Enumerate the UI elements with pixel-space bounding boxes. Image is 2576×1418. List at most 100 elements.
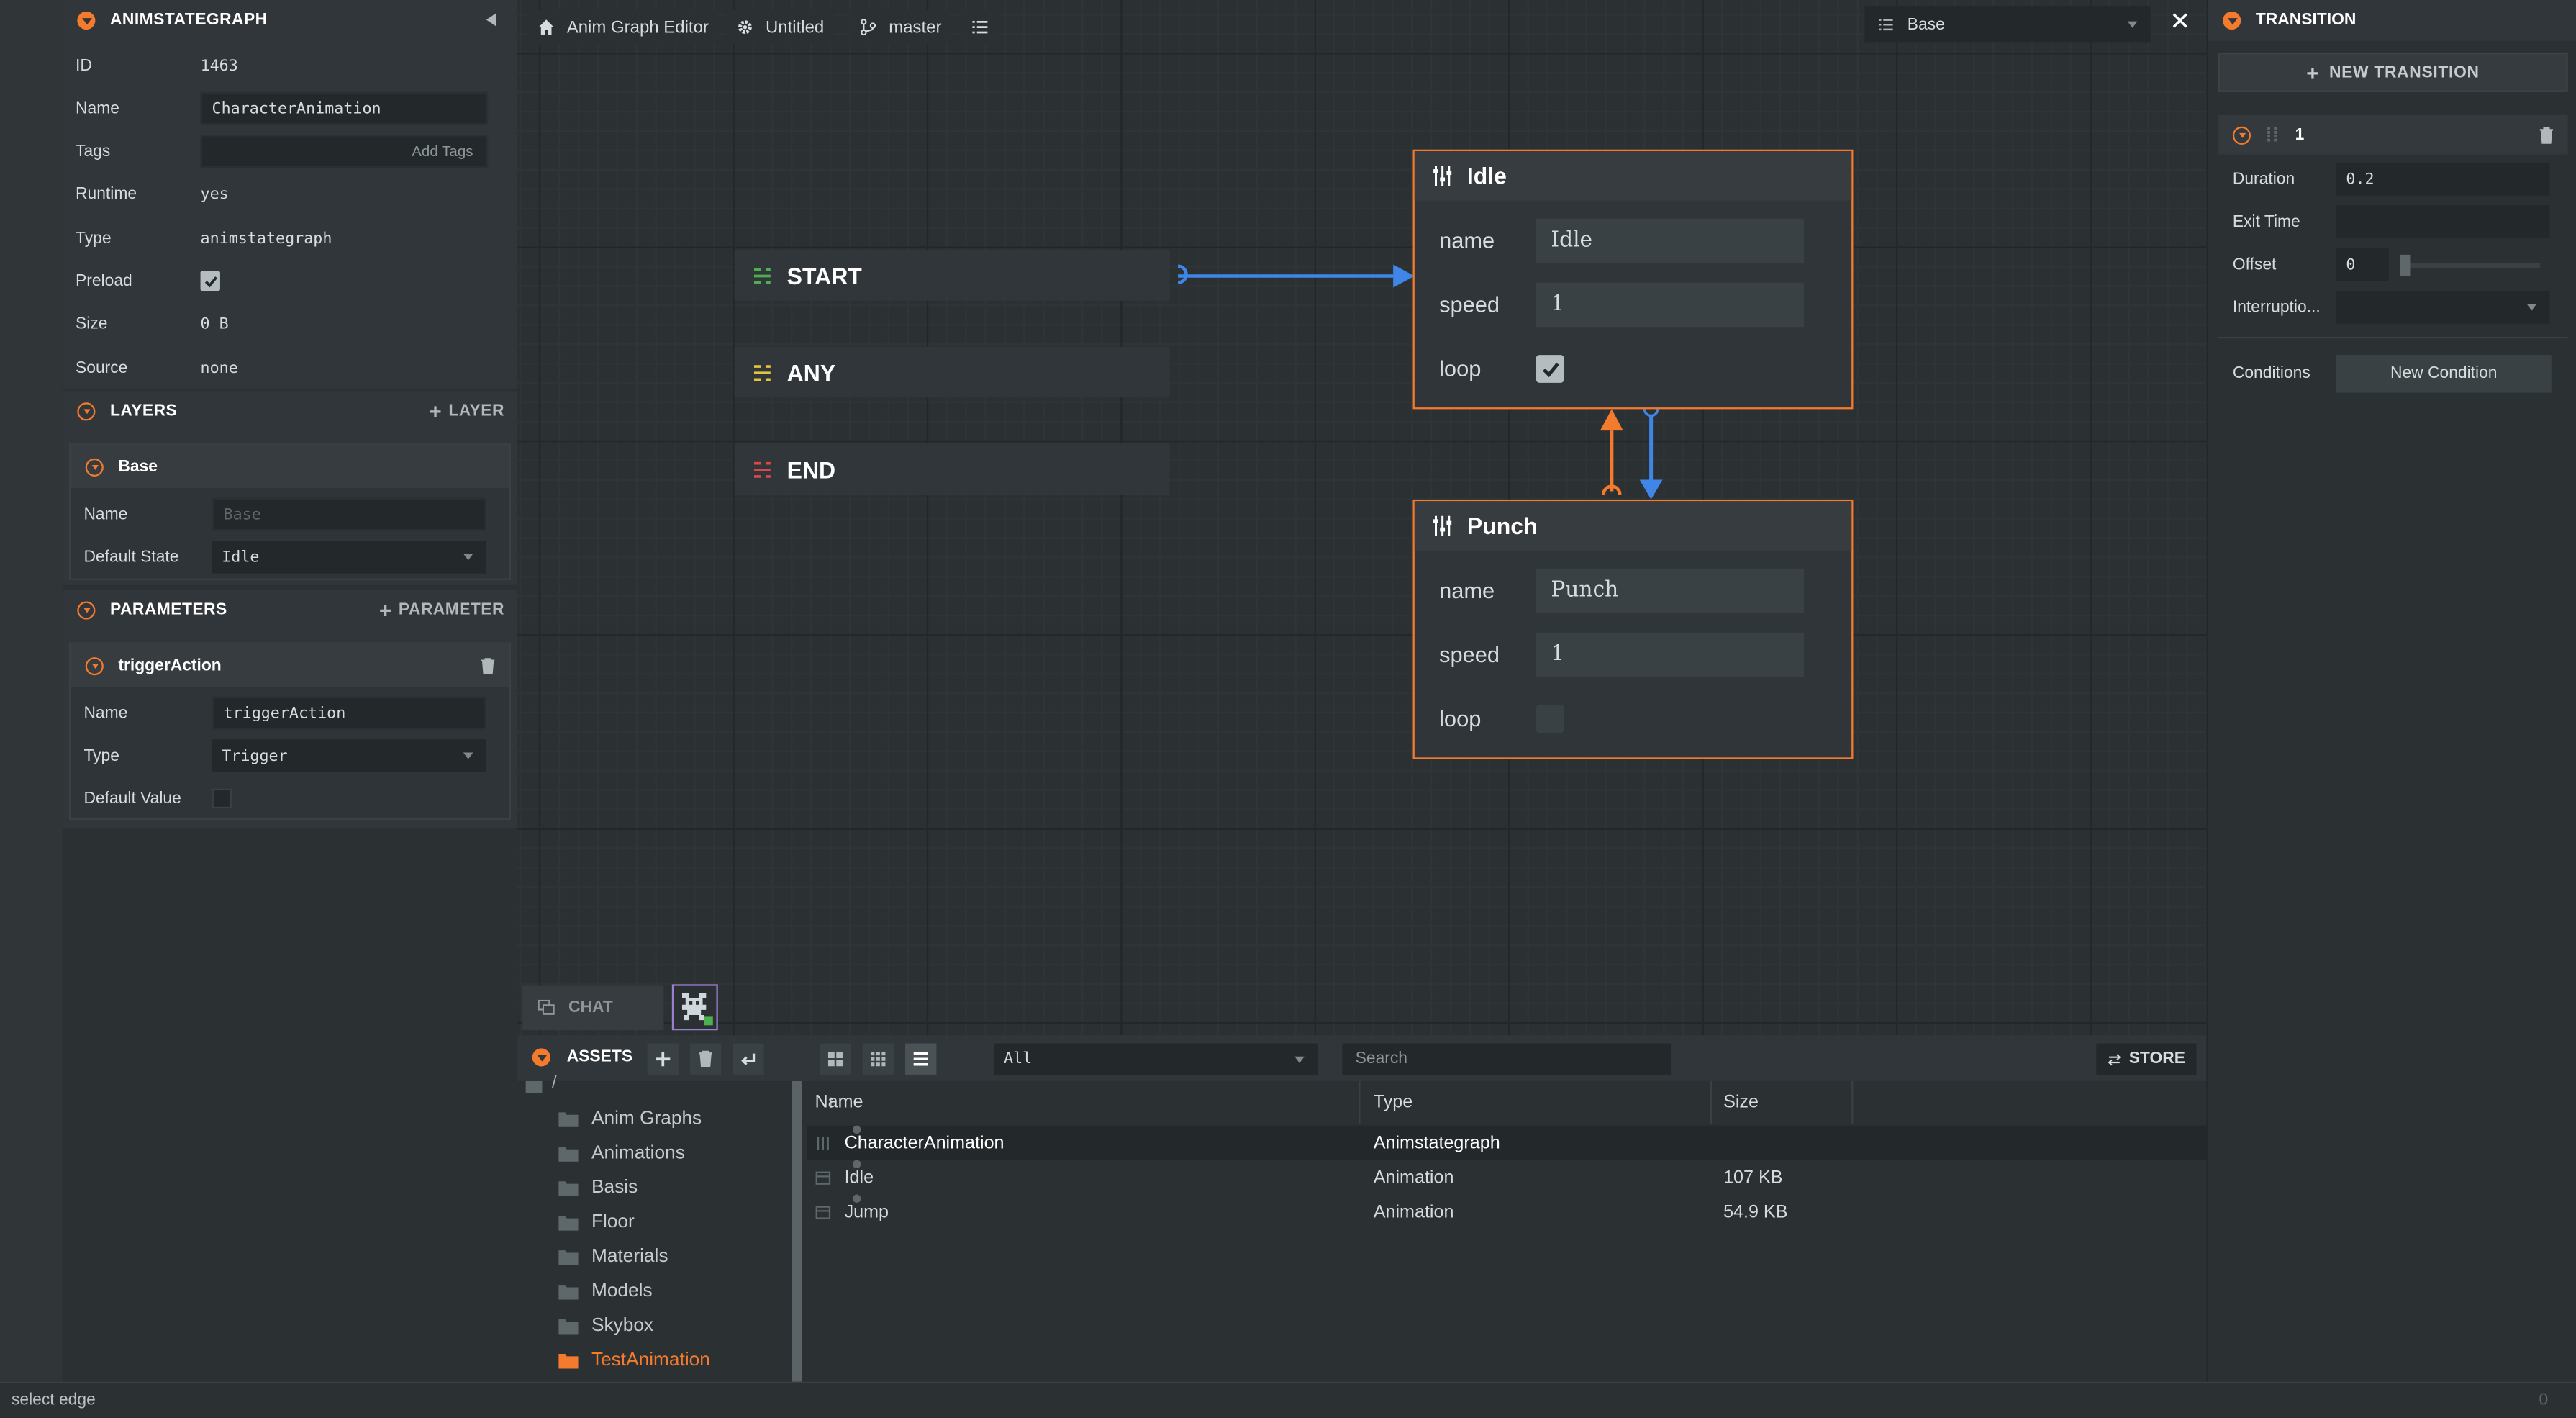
- state-node-idle[interactable]: Idle name Idle speed 1 loop: [1412, 149, 1854, 410]
- loop-checkbox[interactable]: [1536, 705, 1564, 733]
- field-preload: Preload: [63, 260, 220, 302]
- field-id-label: ID: [76, 56, 92, 75]
- delete-asset-button[interactable]: [689, 1043, 722, 1075]
- state-name-input[interactable]: Punch: [1536, 568, 1804, 613]
- duration-input[interactable]: 0.2: [2336, 162, 2550, 196]
- offset-slider-track[interactable]: [2402, 263, 2540, 268]
- add-asset-button[interactable]: [647, 1043, 679, 1075]
- robot-avatar-icon[interactable]: [671, 984, 718, 1031]
- layers-header[interactable]: LAYERS +LAYER: [62, 391, 518, 433]
- tags-input[interactable]: Add Tags: [200, 135, 489, 168]
- collapse-icon[interactable]: [77, 601, 96, 620]
- close-icon[interactable]: ✕: [2169, 8, 2191, 37]
- chat-tab[interactable]: CHAT: [522, 985, 664, 1031]
- name-input[interactable]: CharacterAnimation: [200, 91, 489, 125]
- offset-slider-handle[interactable]: [2400, 254, 2411, 276]
- trash-icon[interactable]: [2539, 127, 2555, 145]
- divider: [1359, 1081, 1361, 1124]
- layer-name-input[interactable]: Base: [212, 497, 486, 531]
- project-settings-button[interactable]: Untitled: [726, 9, 834, 45]
- assets-title: ASSETS: [566, 1048, 633, 1067]
- end-node[interactable]: END: [734, 443, 1170, 495]
- grid-small-view-button[interactable]: [862, 1043, 894, 1075]
- start-node[interactable]: START: [734, 249, 1170, 301]
- state-speed-input[interactable]: 1: [1536, 632, 1804, 677]
- branch-button[interactable]: master: [849, 9, 952, 45]
- tree-scrollbar[interactable]: [792, 1081, 802, 1382]
- editor-home-button[interactable]: Anim Graph Editor: [527, 9, 719, 45]
- collapse-icon[interactable]: [85, 656, 104, 675]
- param-name-input[interactable]: triggerAction: [212, 696, 486, 730]
- conditions-row: Conditions New Condition: [2208, 351, 2576, 396]
- folder-item[interactable]: Basis: [558, 1172, 638, 1205]
- folder-item[interactable]: Materials: [558, 1240, 668, 1273]
- default-value-checkbox[interactable]: [212, 788, 232, 809]
- state-name-label: name: [1439, 228, 1495, 253]
- collapse-icon[interactable]: [532, 1048, 550, 1067]
- add-layer-button[interactable]: +LAYER: [429, 399, 504, 424]
- new-transition-button[interactable]: + NEW TRANSITION: [2218, 53, 2568, 92]
- store-icon: [2108, 1053, 2121, 1065]
- asset-search-input[interactable]: Search: [1342, 1043, 1672, 1075]
- drag-handle-icon[interactable]: ⁞⁞: [2265, 123, 2279, 147]
- collapse-icon[interactable]: [77, 402, 96, 421]
- transition-item[interactable]: ⁞⁞ 1: [2218, 114, 2568, 155]
- layer-select[interactable]: Base: [1864, 6, 2151, 43]
- animation-icon: [815, 1170, 831, 1184]
- plus-icon: +: [429, 399, 443, 424]
- param-default-label: Default Value: [83, 789, 181, 808]
- loop-checkbox[interactable]: [1536, 355, 1564, 383]
- collapse-left-icon[interactable]: [486, 13, 496, 27]
- state-name-input[interactable]: Idle: [1536, 218, 1804, 263]
- collapse-icon[interactable]: [85, 457, 104, 476]
- folder-item[interactable]: Anim Graphs: [558, 1103, 702, 1136]
- folder-item[interactable]: Models: [558, 1275, 653, 1308]
- back-asset-button[interactable]: [733, 1043, 764, 1075]
- layer-item-header[interactable]: Base: [71, 445, 509, 488]
- layer-name-row: Name Base: [71, 493, 509, 536]
- store-button[interactable]: STORE: [2096, 1043, 2197, 1075]
- parameter-item-header[interactable]: triggerAction: [71, 643, 509, 687]
- collapse-icon[interactable]: [77, 11, 96, 30]
- add-parameter-button[interactable]: +PARAMETER: [379, 598, 504, 623]
- folder-item[interactable]: Skybox: [558, 1309, 653, 1342]
- interruption-row: Interruptio...: [2208, 286, 2576, 328]
- inspector-header[interactable]: ANIMSTATEGRAPH: [62, 0, 518, 42]
- graph-viewport[interactable]: Anim Graph Editor Untitled master Base ✕…: [517, 0, 2207, 1036]
- any-node[interactable]: ANY: [734, 346, 1170, 398]
- status-count: 0: [2539, 1391, 2549, 1410]
- folder-item[interactable]: TestAnimation: [558, 1344, 710, 1377]
- root-folder-label[interactable]: /: [552, 1074, 557, 1093]
- column-type-header[interactable]: Type: [1373, 1092, 1413, 1113]
- inspector-panel: ANIMSTATEGRAPH ID 1463 Name CharacterAni…: [62, 0, 518, 1382]
- state-node-punch[interactable]: Punch name Punch speed 1 loop: [1412, 499, 1854, 759]
- offset-input[interactable]: 0: [2336, 248, 2389, 281]
- exit-time-input[interactable]: [2336, 205, 2550, 238]
- param-type-select[interactable]: Trigger: [212, 739, 486, 772]
- new-condition-button[interactable]: New Condition: [2336, 355, 2552, 393]
- conditions-label: Conditions: [2232, 364, 2310, 383]
- offset-row: Offset 0: [2208, 243, 2576, 286]
- column-size-header[interactable]: Size: [1723, 1092, 1759, 1113]
- grid-large-view-button[interactable]: [820, 1043, 851, 1075]
- trash-icon[interactable]: [480, 657, 496, 675]
- folder-item[interactable]: Floor: [558, 1206, 635, 1239]
- collapse-icon[interactable]: [2232, 125, 2251, 144]
- collapse-icon[interactable]: [2223, 11, 2241, 30]
- default-state-select[interactable]: Idle: [212, 541, 486, 574]
- transition-header[interactable]: TRANSITION: [2208, 0, 2576, 42]
- state-speed-input[interactable]: 1: [1536, 282, 1804, 328]
- list-button[interactable]: [961, 9, 999, 45]
- folder-item[interactable]: Animations: [558, 1137, 685, 1170]
- list-view-button[interactable]: [905, 1043, 937, 1075]
- interruption-select[interactable]: [2336, 291, 2550, 324]
- parameters-header[interactable]: PARAMETERS +PARAMETER: [62, 590, 518, 631]
- preload-checkbox[interactable]: [200, 271, 220, 292]
- status-dot: [852, 1194, 861, 1203]
- state-name-label: name: [1439, 578, 1495, 603]
- asset-filter-select[interactable]: All: [994, 1043, 1318, 1075]
- folder-label: Animations: [591, 1143, 685, 1164]
